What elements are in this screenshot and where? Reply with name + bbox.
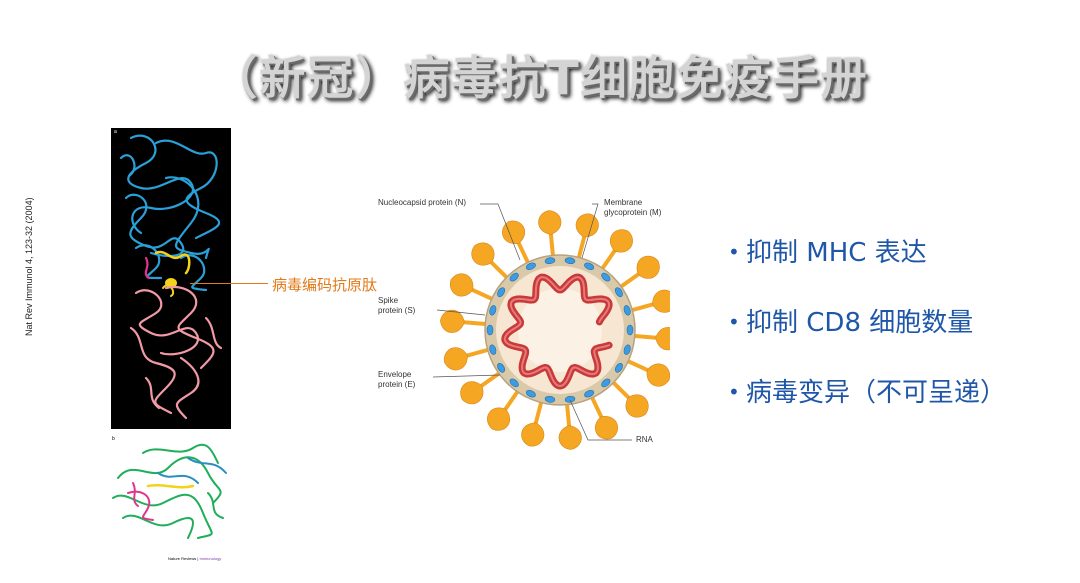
label-membrane-line2: glycoprotein (M) <box>604 208 662 217</box>
bullet-text: 抑制 CD8 细胞数量 <box>746 308 974 338</box>
membrane-protein <box>509 378 519 388</box>
membrane-protein <box>601 378 611 388</box>
spike-protein <box>629 327 670 351</box>
membrane-protein <box>623 305 631 316</box>
bullet-text: 病毒变异（不可呈递） <box>746 378 1007 408</box>
journal-separator: | <box>196 556 200 561</box>
membrane-protein <box>497 362 506 373</box>
label-membrane: Membrane glycoprotein (M) <box>604 198 661 218</box>
protein-structure-image-b <box>108 438 238 550</box>
spike-protein <box>449 273 498 303</box>
spike-protein <box>444 346 494 371</box>
spike-protein <box>487 386 522 431</box>
membrane-protein <box>626 324 634 336</box>
spike-protein <box>598 229 633 274</box>
bullet-marker: • <box>728 310 740 334</box>
membrane-protein <box>544 257 556 265</box>
membrane-protein <box>584 389 595 398</box>
label-envelope-line2: protein (E) <box>378 380 416 389</box>
panel-b-footer: Nature Reviews | Immunology <box>168 556 221 561</box>
label-spike: Spike protein (S) <box>378 296 415 316</box>
membrane-protein <box>489 344 497 355</box>
label-envelope-line1: Envelope <box>378 370 412 379</box>
citation-text: Nat Rev Immunol 4, 123-32 (2004) <box>24 197 34 336</box>
panel-b-letter: b <box>112 436 115 442</box>
spike-protein <box>440 309 491 333</box>
callout-leader-line <box>190 283 268 284</box>
membrane-protein <box>489 305 497 316</box>
membrane-protein <box>509 272 519 282</box>
bullet-list: •抑制 MHC 表达 •抑制 CD8 细胞数量 •病毒变异（不可呈递） <box>728 232 1006 442</box>
membrane-protein <box>564 257 576 265</box>
coronavirus-diagram: Nucleocapsid protein (N) Membrane glycop… <box>370 190 670 465</box>
spike-protein <box>575 213 599 263</box>
membrane-protein <box>486 324 494 336</box>
rna-coil-highlight <box>503 276 611 388</box>
bullet-marker: • <box>728 240 740 264</box>
spike-protein <box>538 210 562 261</box>
membrane-protein <box>584 262 595 271</box>
membrane-protein <box>525 389 536 398</box>
bullet-item-mutation: •病毒变异（不可呈递） <box>728 372 1006 442</box>
spike-protein <box>521 397 545 447</box>
label-rna: RNA <box>636 435 653 444</box>
membrane-protein <box>564 395 576 403</box>
slide-title: （新冠）病毒抗T细胞免疫手册 <box>211 51 869 105</box>
bullet-text: 抑制 MHC 表达 <box>746 238 927 268</box>
membrane-protein <box>544 395 556 403</box>
membrane-protein <box>497 287 506 298</box>
label-spike-line2: protein (S) <box>378 306 416 315</box>
spike-protein <box>471 242 512 283</box>
callout-label: 病毒编码抗原肽 <box>272 276 378 294</box>
membrane-protein <box>525 262 536 271</box>
panel-a-letter: a <box>114 129 117 135</box>
spike-protein <box>502 220 532 268</box>
label-envelope: Envelope protein (E) <box>378 370 415 390</box>
spike-protein <box>626 289 670 314</box>
spike-protein <box>460 368 505 405</box>
protein-structure-image-a: a <box>111 128 231 429</box>
membrane-protein <box>623 344 631 355</box>
label-spike-line1: Spike <box>378 296 399 305</box>
spike-protein <box>615 255 660 292</box>
spike-protein <box>588 392 618 440</box>
bullet-item-cd8: •抑制 CD8 细胞数量 <box>728 302 1006 372</box>
label-membrane-line1: Membrane <box>604 198 643 207</box>
spike-protein <box>558 399 582 450</box>
membrane-protein <box>601 272 611 282</box>
bullet-item-mhc: •抑制 MHC 表达 <box>728 232 1006 302</box>
spike-protein <box>608 377 649 418</box>
journal-section: Immunology <box>199 556 222 561</box>
label-nucleocapsid: Nucleocapsid protein (N) <box>378 198 467 207</box>
spike-protein <box>622 357 670 387</box>
journal-name: Nature Reviews <box>168 556 197 561</box>
bullet-marker: • <box>728 380 740 404</box>
membrane-protein <box>614 287 623 298</box>
membrane-protein <box>614 362 623 373</box>
